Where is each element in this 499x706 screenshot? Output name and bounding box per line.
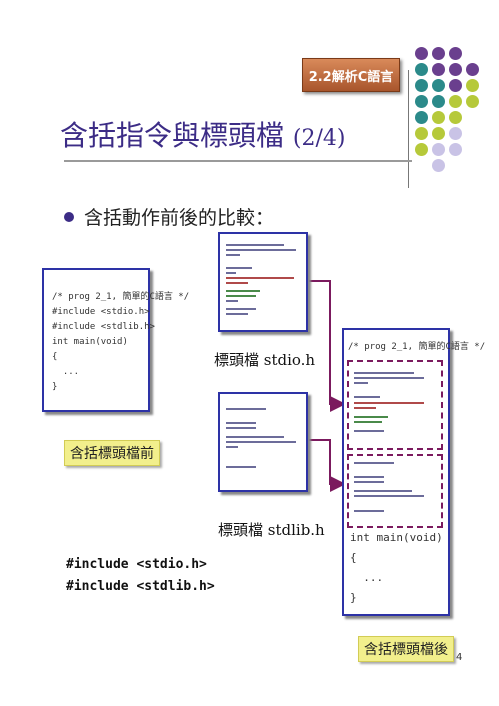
title-underline (64, 160, 412, 162)
title-main: 含括指令與標頭檔 (60, 119, 285, 152)
dot (432, 47, 445, 60)
caption-after: 含括標頭檔後 (358, 636, 454, 662)
include-line: #include <stdio.h> (66, 557, 207, 572)
code-line: } (52, 382, 58, 392)
dot (432, 95, 445, 108)
after-code-card: /* prog 2_1, 簡單的C語言 */ int main(void) { … (342, 328, 485, 616)
dot (432, 143, 445, 156)
code-line: } (350, 591, 357, 604)
dot (449, 127, 462, 140)
after-code-bottom: int main(void) { ... } (350, 528, 443, 608)
arrow-stdlib (302, 439, 346, 492)
dot (449, 143, 462, 156)
arrow-stdio (302, 280, 346, 412)
page-number: 4 (456, 652, 463, 663)
dot (432, 63, 445, 76)
bullet-icon (64, 212, 74, 222)
code-line: #include <stdio.h> (52, 307, 150, 317)
section-tag: 2.2解析C語言 (302, 58, 400, 92)
dot (415, 47, 428, 60)
dot (415, 111, 428, 124)
include-line: #include <stdlib.h> (66, 579, 215, 594)
dot (466, 79, 479, 92)
dot (415, 63, 428, 76)
code-line: ... (350, 571, 384, 584)
dot (466, 63, 479, 76)
stdio-header-card (218, 232, 308, 332)
code-line: /* prog 2_1, 簡單的C語言 */ (52, 292, 190, 302)
included-stdio-region (347, 360, 443, 450)
dot (449, 95, 462, 108)
code-line: /* prog 2_1, 簡單的C語言 */ (348, 342, 486, 352)
bullet-text: 含括動作前後的比較： (84, 207, 275, 229)
divider-vertical (408, 70, 409, 188)
dot (432, 159, 445, 172)
title-sub: (2/4) (292, 126, 346, 151)
code-line: int main(void) (350, 531, 443, 544)
code-line: { (52, 352, 58, 362)
dot (415, 79, 428, 92)
dot (432, 127, 445, 140)
dot (415, 143, 428, 156)
caption-before: 含括標頭檔前 (64, 440, 160, 466)
dot (449, 63, 462, 76)
code-line: { (350, 551, 357, 564)
dot (449, 79, 462, 92)
dot (432, 79, 445, 92)
included-stdlib-region (347, 454, 443, 528)
dot (449, 47, 462, 60)
dot (466, 95, 479, 108)
code-line: int main(void) (52, 337, 128, 347)
label-stdlib: 標頭檔 stdlib.h (218, 521, 325, 539)
dot (432, 111, 445, 124)
dot (449, 111, 462, 124)
before-code-card: /* prog 2_1, 簡單的C語言 */ #include <stdio.h… (42, 268, 190, 412)
stdlib-header-card (218, 392, 308, 492)
include-directives: #include <stdio.h> #include <stdlib.h> (66, 554, 215, 598)
dot (415, 95, 428, 108)
code-line: #include <stdlib.h> (52, 322, 155, 332)
label-stdio: 標頭檔 stdio.h (214, 351, 316, 369)
code-line: ... (52, 367, 80, 377)
page-title: 含括指令與標頭檔 (2/4) (60, 114, 346, 154)
dot (415, 127, 428, 140)
